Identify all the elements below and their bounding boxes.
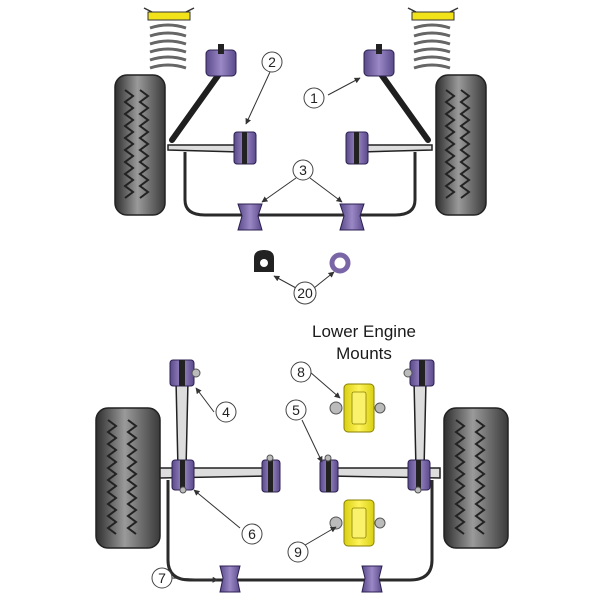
callout-2: 2 — [261, 51, 283, 73]
callout-8-label: 8 — [297, 364, 305, 380]
rear-top-bush-right — [403, 359, 435, 387]
arb-clamp-bush-20 — [254, 250, 274, 272]
callout-4-label: 4 — [222, 404, 230, 420]
callout-4: 4 — [215, 401, 237, 423]
front-struts — [169, 67, 431, 143]
front-arm-bush-right — [345, 131, 369, 165]
lower-engine-mount-upper — [329, 383, 386, 433]
lower-engine-mounts-heading: Lower Engine Mounts — [312, 322, 416, 363]
arb-ring-bush-20 — [329, 252, 351, 274]
lower-engine-mount-lower — [329, 499, 386, 547]
front-lower-arms — [167, 144, 433, 153]
front-anti-roll-bar — [183, 152, 417, 217]
callout-2-label: 2 — [268, 54, 276, 70]
callout-9: 9 — [287, 541, 309, 563]
front-left-spring — [143, 7, 195, 70]
rear-lateral-arms — [159, 467, 441, 479]
callout-5-label: 5 — [292, 402, 300, 418]
heading-line-2: Mounts — [336, 344, 392, 363]
rear-left-tyre — [95, 407, 161, 549]
front-arb-bush-right — [339, 203, 365, 231]
callout-3: 3 — [292, 159, 314, 181]
callout-8: 8 — [290, 361, 312, 383]
callout-1-label: 1 — [310, 90, 318, 106]
front-axle-assembly — [114, 7, 487, 274]
rear-right-tyre — [443, 407, 509, 549]
top-mount-bush-right — [363, 44, 395, 77]
rear-arm-bush-left-inner — [261, 454, 281, 493]
rear-arb-bush-right — [361, 565, 383, 593]
heading-line-1: Lower Engine — [312, 322, 416, 341]
rear-axle-assembly — [95, 359, 509, 593]
callout-20-label: 20 — [297, 285, 313, 301]
callout-9-label: 9 — [294, 544, 302, 560]
callout-6-label: 6 — [248, 526, 256, 542]
callout-3-label: 3 — [299, 162, 307, 178]
front-arm-bush-left — [233, 131, 257, 165]
callout-6: 6 — [241, 523, 263, 545]
rear-arb-bush-left — [219, 565, 241, 593]
front-arb-bush-left — [237, 203, 263, 231]
top-mount-bush-left — [205, 44, 237, 77]
callout-1: 1 — [303, 87, 325, 109]
rear-arm-bush-left-outer — [171, 459, 195, 494]
callouts: 1 2 3 20 8 4 5 6 — [151, 51, 325, 589]
callout-leaders — [171, 71, 361, 583]
rear-trailing-links — [175, 379, 427, 471]
rear-top-bush-left — [169, 359, 201, 387]
rear-arm-bush-right-inner — [319, 454, 339, 493]
front-right-spring — [407, 7, 459, 70]
callout-7-label: 7 — [158, 570, 166, 586]
rear-arm-bush-right-outer — [407, 459, 431, 494]
rear-anti-roll-bar — [166, 480, 434, 582]
front-left-tyre — [114, 74, 166, 216]
callout-5: 5 — [285, 399, 307, 421]
callout-20: 20 — [293, 281, 317, 305]
front-right-tyre — [435, 74, 487, 216]
callout-7: 7 — [151, 567, 173, 589]
